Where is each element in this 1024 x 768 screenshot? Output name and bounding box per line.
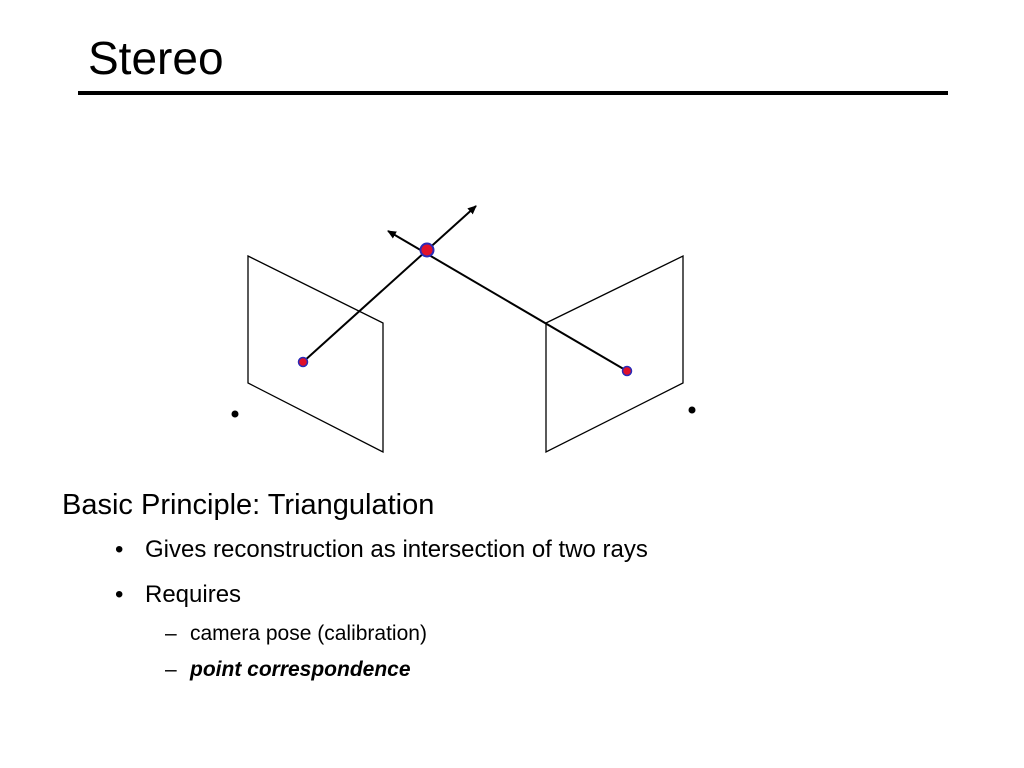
- sub-bullet-text: camera pose (calibration): [190, 622, 427, 645]
- sub-bullet-marker: –: [165, 658, 177, 681]
- bullet-marker: •: [115, 581, 124, 608]
- slide-title: Stereo: [88, 32, 224, 84]
- left-image-point: [297, 356, 309, 368]
- right-camera-center: [688, 406, 696, 414]
- bullet-item: • Requires: [62, 580, 962, 610]
- left-camera-center: [231, 410, 239, 418]
- principle-heading: Basic Principle: Triangulation: [62, 489, 435, 521]
- bullet-marker: •: [115, 536, 124, 563]
- bullet-text: Gives reconstruction as intersection of …: [145, 536, 648, 563]
- bullet-item: • Gives reconstruction as intersection o…: [62, 535, 962, 565]
- left-image-plane: [247, 254, 384, 454]
- sub-bullet-marker: –: [165, 622, 177, 645]
- left-ray: [302, 205, 477, 363]
- title-underline: [78, 91, 948, 95]
- reconstructed-3d-point: [419, 242, 435, 258]
- right-image-plane: [545, 254, 684, 454]
- slide-body: Basic Principle: Triangulation • Gives r…: [62, 486, 962, 684]
- sub-bullet-item: – point correspondence: [62, 656, 962, 684]
- sub-bullet-item: – camera pose (calibration): [62, 620, 962, 648]
- bullet-text: Requires: [145, 581, 242, 608]
- sub-bullet-text-emphasis: point correspondence: [190, 658, 411, 681]
- right-image-point: [621, 365, 633, 377]
